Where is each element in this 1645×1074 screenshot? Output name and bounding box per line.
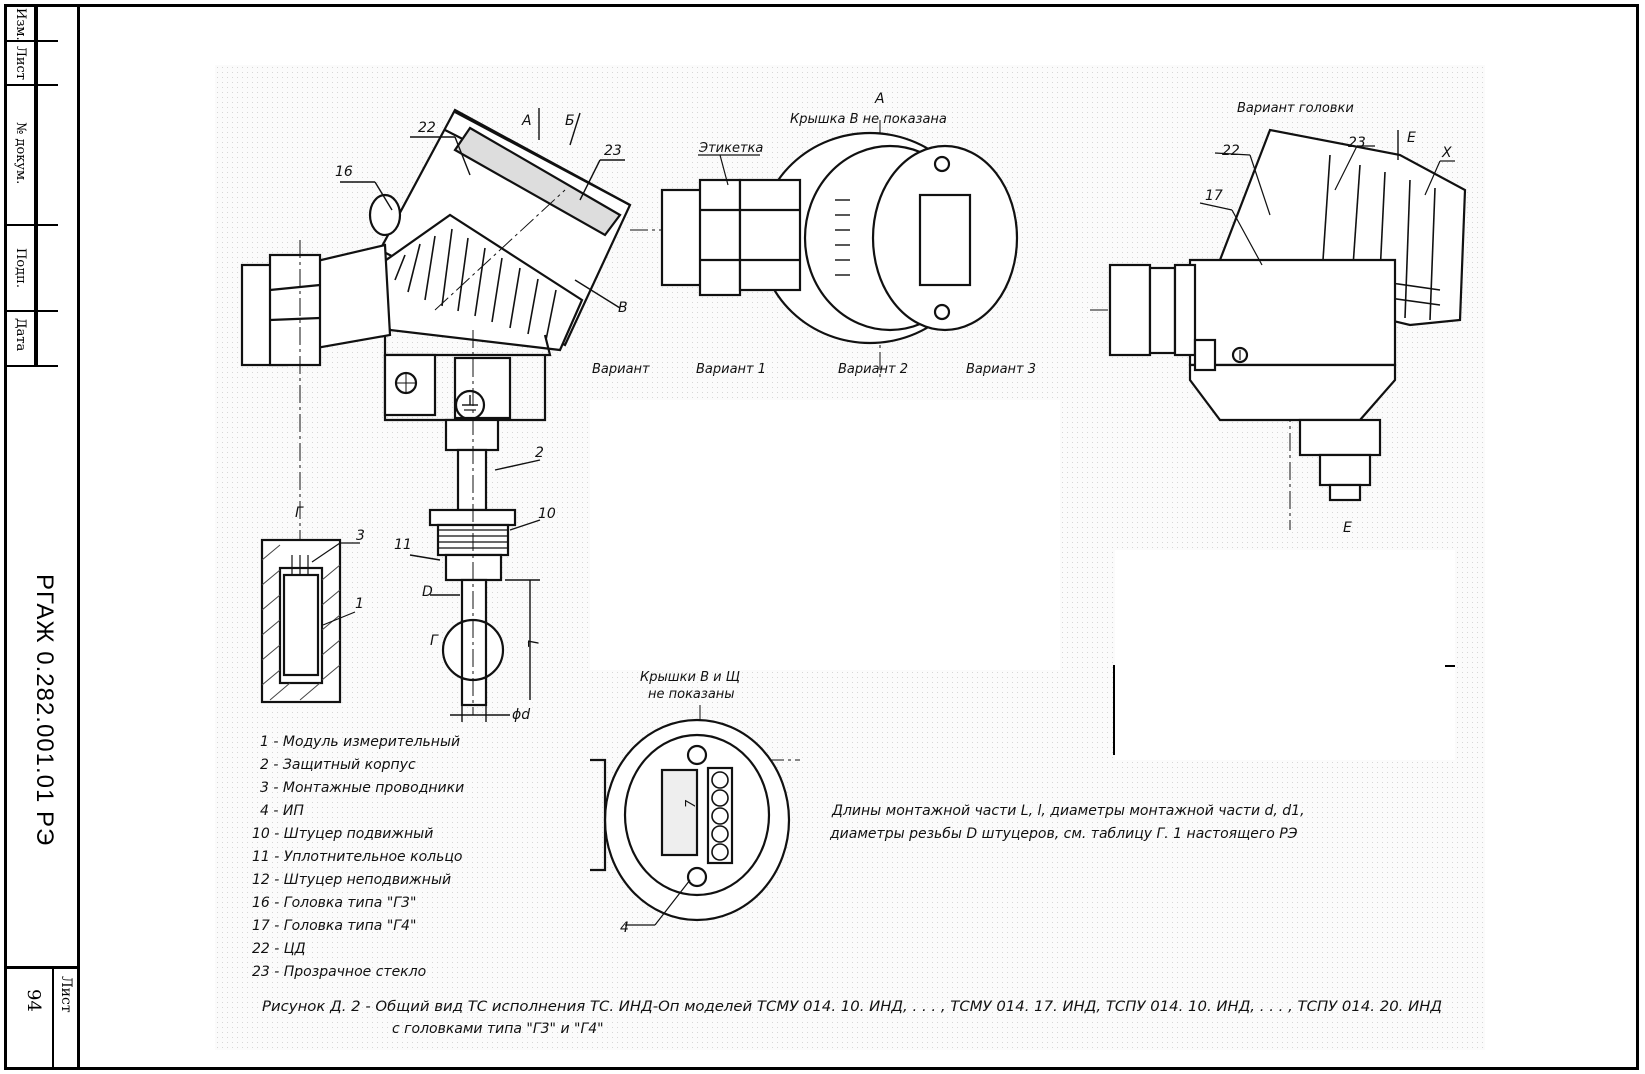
dims-note-line2: диаметры резьбы D штуцеров, см. таблицу … bbox=[829, 826, 1298, 842]
stamp-sheet-box bbox=[4, 966, 77, 1070]
variant-label: Вариант bbox=[592, 362, 650, 377]
view-b-arrow-label: Б bbox=[565, 113, 575, 129]
stamp-sheet-divider bbox=[52, 966, 54, 1070]
view-a-title: А bbox=[874, 91, 885, 107]
variant-3-label: Вариант 3 bbox=[966, 362, 1036, 377]
view-a-note: Крышка В не показана bbox=[790, 112, 947, 127]
dim-d-label: D bbox=[422, 584, 433, 600]
callout-1: 1 bbox=[355, 596, 364, 612]
dim-diameter-label: ϕd bbox=[512, 707, 530, 723]
callouts: 22 23 16 2 10 11 3 1 В А Б D L ϕd Г Г А … bbox=[295, 91, 1452, 936]
legend-item: 22 - ЦД bbox=[252, 941, 306, 957]
stamp-cell-izm bbox=[4, 4, 36, 42]
legend-item: 2 - Защитный корпус bbox=[260, 757, 416, 773]
variant-head-label: Вариант головки bbox=[1237, 101, 1354, 116]
drawing-frame bbox=[4, 4, 1639, 1070]
stamp-cell-docno-value bbox=[36, 86, 58, 226]
legend-item: 12 - Штуцер неподвижный bbox=[252, 872, 451, 888]
detail-g-title: Г bbox=[295, 505, 304, 521]
legend: 1 - Модуль измерительный 2 - Защитный ко… bbox=[252, 734, 464, 980]
callout-16: 16 bbox=[335, 164, 353, 180]
right-frame-line bbox=[1113, 665, 1115, 755]
stamp-cell-podp-value bbox=[36, 226, 58, 312]
stamp-cell-date bbox=[4, 312, 36, 367]
caption-line1: Рисунок Д. 2 - Общий вид ТС исполнения Т… bbox=[262, 999, 1442, 1015]
lower-view bbox=[590, 718, 791, 926]
legend-item: 4 - ИП bbox=[260, 803, 304, 819]
stamp-cell-izm-value bbox=[36, 4, 58, 42]
legend-item: 23 - Прозрачное стекло bbox=[252, 964, 426, 980]
caption-line2: с головками типа "Г3" и "Г4" bbox=[392, 1021, 604, 1037]
callout-2: 2 bbox=[535, 445, 544, 461]
callout-22: 22 bbox=[418, 120, 436, 136]
callout-4: 4 bbox=[620, 920, 629, 936]
stamp-cell-docno bbox=[4, 86, 36, 226]
detail-g bbox=[260, 538, 360, 704]
stamp-cell-date-value bbox=[36, 312, 58, 367]
figure-caption: Рисунок Д. 2 - Общий вид ТС исполнения Т… bbox=[262, 999, 1442, 1037]
right-callout-22: 22 bbox=[1222, 143, 1240, 159]
variant-1-label: Вариант 1 bbox=[696, 362, 766, 377]
dimensions-note: Длины монтажной части L, l, диаметры мон… bbox=[829, 803, 1305, 842]
terminal-label: 7 bbox=[684, 799, 699, 808]
legend-item: 10 - Штуцер подвижный bbox=[252, 826, 433, 842]
title-block-strip: Изм. Лист № докум. Подп. Дата РГАЖ 0.282… bbox=[4, 4, 80, 1070]
view-a bbox=[660, 131, 1019, 345]
callout-11: 11 bbox=[394, 537, 412, 553]
legend-item: 3 - Монтажные проводники bbox=[260, 780, 464, 796]
detail-g-callout: Г bbox=[430, 633, 439, 649]
variant-2-label: Вариант 2 bbox=[838, 362, 908, 377]
legend-item: 11 - Уплотнительное кольцо bbox=[252, 849, 462, 865]
lower-note-line2: не показаны bbox=[648, 687, 735, 702]
callout-10: 10 bbox=[538, 506, 556, 522]
legend-item: 17 - Головка типа "Г4" bbox=[252, 918, 416, 934]
right-e-label: Е bbox=[1407, 130, 1416, 146]
blank-area-center bbox=[590, 400, 1060, 670]
callout-3: 3 bbox=[356, 528, 365, 544]
right-callout-23: 23 bbox=[1348, 135, 1366, 151]
right-view bbox=[1108, 128, 1467, 502]
dims-note-line1: Длины монтажной части L, l, диаметры мон… bbox=[831, 803, 1305, 819]
legend-item: 16 - Головка типа "Г3" bbox=[252, 895, 416, 911]
label-etiketka: Этикетка bbox=[698, 141, 763, 156]
leader-lines-main bbox=[340, 108, 625, 722]
callout-23: 23 bbox=[604, 143, 622, 159]
lower-note-line1: Крышки В и Щ bbox=[640, 670, 740, 685]
right-e-bottom-label: Е bbox=[1343, 520, 1352, 536]
right-callout-x: Х bbox=[1441, 145, 1452, 161]
blank-area-right bbox=[1115, 550, 1455, 760]
callout-v: В bbox=[618, 300, 628, 316]
right-frame-tick bbox=[1445, 665, 1455, 667]
view-a-arrow-label: А bbox=[521, 113, 532, 129]
main-view-head bbox=[240, 108, 632, 707]
legend-item: 1 - Модуль измерительный bbox=[260, 734, 460, 750]
dim-l-label: L bbox=[524, 640, 540, 648]
stamp-cell-podp bbox=[4, 226, 36, 312]
right-callout-17: 17 bbox=[1205, 188, 1223, 204]
stamp-cell-list bbox=[4, 42, 36, 86]
stamp-cell-list-value bbox=[36, 42, 58, 86]
